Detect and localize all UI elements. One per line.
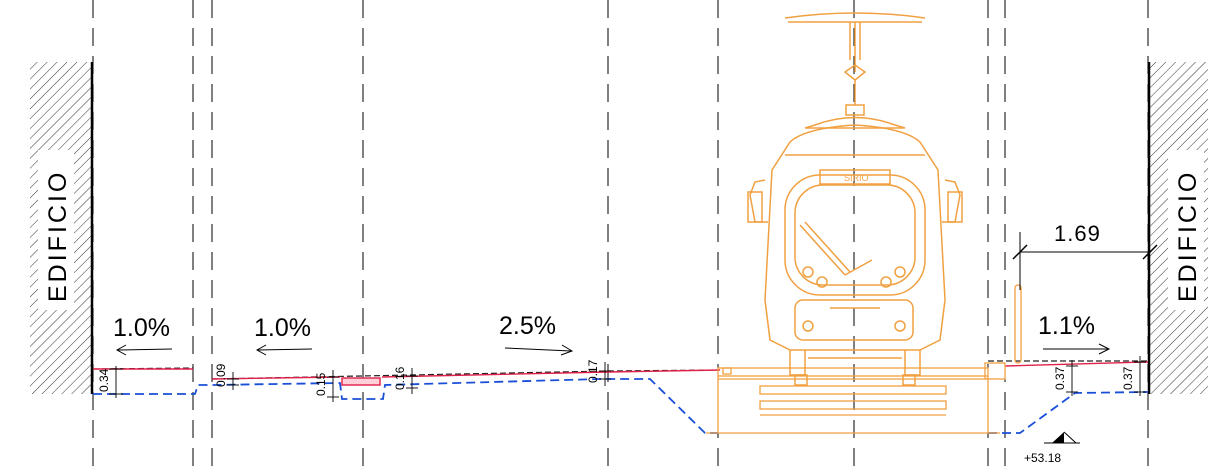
slope-label: 1.0% bbox=[113, 314, 170, 342]
dimension-label: 0.17 bbox=[586, 359, 600, 383]
slope-label: 1.1% bbox=[1038, 312, 1095, 340]
building-right-label: EDIFICIO bbox=[1174, 170, 1202, 302]
vertical-dimension-labels: 0.34 0.09 0.15 0.16 0.17 0.37 0.37 bbox=[97, 359, 1135, 396]
reference-axes bbox=[92, 0, 1149, 471]
slope-label: 2.5% bbox=[499, 312, 556, 340]
slope-arrow bbox=[255, 344, 313, 356]
dimension-label: 0.09 bbox=[214, 363, 228, 387]
drain-grate bbox=[341, 377, 381, 386]
track-bed bbox=[706, 362, 1006, 434]
destination-sign bbox=[819, 169, 891, 185]
building-right: EDIFICIO bbox=[1147, 62, 1208, 394]
dimension-label: 0.37 bbox=[1121, 366, 1135, 390]
dimension-label: 1.69 bbox=[1054, 221, 1101, 246]
dimension-width: 1.69 bbox=[1012, 221, 1158, 290]
track-bolt bbox=[722, 367, 732, 375]
excavation-line bbox=[93, 378, 1149, 434]
elevation-triangle-icon bbox=[1052, 432, 1064, 443]
sleeper bbox=[759, 385, 947, 395]
windshield bbox=[784, 174, 926, 296]
building-left-label: EDIFICIO bbox=[44, 170, 72, 302]
dimension-label: 0.15 bbox=[314, 372, 328, 396]
rail-slab bbox=[717, 367, 989, 377]
sleeper bbox=[759, 400, 947, 410]
pantograph bbox=[784, 12, 926, 23]
building-left: EDIFICIO bbox=[30, 62, 94, 394]
mirror-left bbox=[749, 179, 768, 223]
slope-arrow bbox=[1043, 343, 1111, 355]
finished-surface bbox=[93, 361, 1149, 386]
vertical-dimensions bbox=[109, 356, 1146, 402]
slope-annotations: 1.0% 1.0% 2.5% 1.1% bbox=[113, 312, 1111, 356]
tram-name-label: SIRIO bbox=[844, 173, 869, 183]
elevation-label: +53.18 bbox=[1024, 451, 1061, 465]
slope-label: 1.0% bbox=[254, 314, 311, 342]
slope-arrow bbox=[115, 344, 173, 356]
dimension-label: 0.16 bbox=[393, 366, 407, 390]
tram-body bbox=[764, 124, 946, 351]
platform-edge bbox=[984, 362, 1006, 380]
dimension-label: 0.37 bbox=[1053, 366, 1067, 390]
mirror-right bbox=[942, 179, 961, 223]
platform-mast bbox=[1014, 284, 1022, 364]
slope-arrow bbox=[504, 344, 574, 356]
elevation-marker: +53.18 bbox=[1024, 431, 1080, 465]
dimension-label: 0.34 bbox=[97, 368, 111, 392]
tram bbox=[747, 12, 963, 386]
existing-surface bbox=[92, 360, 1148, 380]
